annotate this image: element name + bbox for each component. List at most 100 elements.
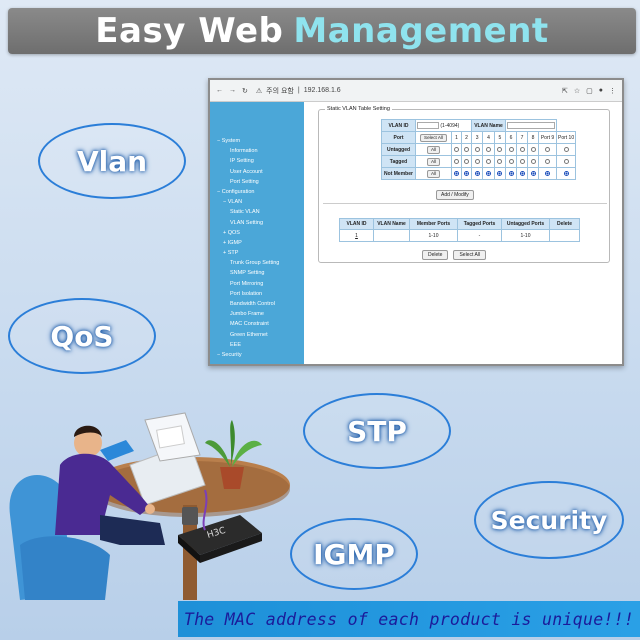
sidebar-item-qos[interactable]: + QOS xyxy=(223,229,240,236)
sidebar-item-vlan-setting[interactable]: VLAN Setting xyxy=(230,219,264,226)
list-delete-checkbox[interactable] xyxy=(549,229,580,242)
untagged-port-4-radio[interactable] xyxy=(485,146,491,152)
tagged-port-7-radio[interactable] xyxy=(519,158,525,164)
untagged-all-button[interactable]: All xyxy=(426,145,441,154)
vlan-id-range: (1-4094) xyxy=(440,122,460,129)
not-member-port-7-radio[interactable] xyxy=(519,170,525,176)
tagged-all-button[interactable]: All xyxy=(426,157,441,166)
untagged-port-9-radio[interactable] xyxy=(545,146,550,152)
sidebar-item-green-ethernet[interactable]: Green Ethernet xyxy=(230,331,268,338)
url-text: 192.168.1.6 xyxy=(303,87,341,94)
feature-security: Security xyxy=(474,481,624,559)
not-member-port-5-radio[interactable] xyxy=(497,170,503,176)
list-header-member-ports: Member Ports xyxy=(409,218,458,230)
not-member-port-9-radio[interactable] xyxy=(545,170,550,176)
menu-icon[interactable]: ⋮ xyxy=(609,87,616,95)
port-7-header: 7 xyxy=(516,131,528,144)
not-member-port-6-radio[interactable] xyxy=(508,170,514,176)
list-header-vlan-id: VLAN ID xyxy=(339,218,374,230)
person-icon xyxy=(55,425,165,545)
sidebar-item-igmp[interactable]: + IGMP xyxy=(223,239,242,246)
untagged-port-7-radio[interactable] xyxy=(519,146,525,152)
not-member-port-8-radio[interactable] xyxy=(530,170,536,176)
sidebar-item-port-isolation[interactable]: Port Isolation xyxy=(230,290,263,297)
select-all-ports-button[interactable]: Select All xyxy=(420,133,447,142)
port-6-header: 6 xyxy=(505,131,517,144)
sidebar-item-mac-constraint[interactable]: MAC Constraint xyxy=(230,321,269,328)
port-label: Port xyxy=(381,131,416,144)
not-member-port-2-radio[interactable] xyxy=(464,170,469,176)
laptop-icon xyxy=(129,412,206,506)
not-member-port-3-radio[interactable] xyxy=(474,170,480,176)
tagged-port-6-radio[interactable] xyxy=(508,158,514,164)
url-box[interactable]: ⚠ 주의 요함 | 192.168.1.6 xyxy=(256,86,562,96)
sidebar-item-trunk-group-setting[interactable]: Trunk Group Setting xyxy=(230,260,280,267)
plant-icon xyxy=(205,420,262,489)
sidebar-item-jumbo-frame[interactable]: Jumbo Frame xyxy=(230,311,264,318)
select-all-button[interactable]: Select All xyxy=(453,250,487,260)
tagged-port-1-radio[interactable] xyxy=(454,158,459,164)
sidebar-item-stp[interactable]: + STP xyxy=(223,250,239,257)
vlan-id-label: VLAN ID xyxy=(381,119,416,132)
tagged-port-9-radio[interactable] xyxy=(545,158,550,164)
vlan-setting-table: VLAN ID (1-4094) VLAN Name Port Select A… xyxy=(381,119,577,180)
port-5-header: 5 xyxy=(493,131,507,144)
port-3-header: 3 xyxy=(470,131,484,144)
sidebar-item-snmp-setting[interactable]: SNMP Setting xyxy=(230,270,265,277)
vlan-name-label: VLAN Name xyxy=(471,119,506,132)
untagged-port-5-radio[interactable] xyxy=(497,146,503,152)
untagged-port-3-radio[interactable] xyxy=(474,146,480,152)
tab-icon[interactable]: ▢ xyxy=(586,87,593,95)
add-modify-button[interactable]: Add / Modify xyxy=(436,190,474,200)
feature-stp: STP xyxy=(303,393,451,469)
sidebar-item-eee[interactable]: EEE xyxy=(230,341,242,348)
sidebar-item-security[interactable]: − Security xyxy=(217,351,242,358)
browser-window: ← → ↻ ⚠ 주의 요함 | 192.168.1.6 ⇱ ☆ ▢ ● ⋮ − … xyxy=(208,78,624,366)
tagged-port-5-radio[interactable] xyxy=(497,158,503,164)
security-label: 주의 요함 xyxy=(266,87,294,95)
tagged-port-10-radio[interactable] xyxy=(563,158,569,164)
sidebar-item-configuration[interactable]: − Configuration xyxy=(217,188,255,195)
sidebar-item-port-setting[interactable]: Port Setting xyxy=(230,178,259,185)
book-icon xyxy=(100,440,134,461)
sidebar-item-ip-setting[interactable]: IP Setting xyxy=(230,158,254,165)
not-member-port-4-radio[interactable] xyxy=(485,170,491,176)
not-member-port-1-radio[interactable] xyxy=(454,170,459,176)
list-tagged-ports: - xyxy=(457,229,502,242)
sidebar-item-system[interactable]: − System xyxy=(217,138,241,144)
delete-button[interactable]: Delete xyxy=(422,250,449,260)
forward-icon[interactable]: → xyxy=(229,86,236,94)
tagged-label: Tagged xyxy=(381,155,416,168)
sidebar-item-static-vlan[interactable]: Static VLAN xyxy=(230,209,260,216)
vlan-id-input[interactable] xyxy=(417,122,439,129)
divider xyxy=(323,203,607,204)
tagged-port-8-radio[interactable] xyxy=(530,158,536,164)
share-icon[interactable]: ⇱ xyxy=(561,87,568,95)
sidebar-item-bandwidth-control[interactable]: Bandwidth Control xyxy=(230,301,275,307)
profile-icon[interactable]: ● xyxy=(598,86,603,94)
reload-icon[interactable]: ↻ xyxy=(242,87,248,95)
title-management: Management xyxy=(293,11,549,51)
tagged-port-3-radio[interactable] xyxy=(474,158,480,164)
list-vlan-id[interactable]: 1 xyxy=(339,229,374,242)
tagged-port-4-radio[interactable] xyxy=(485,158,491,164)
sidebar-item-port-mirroring[interactable]: Port Mirroring xyxy=(230,280,264,287)
list-member-ports: 1-10 xyxy=(409,229,458,242)
not-member-port-10-radio[interactable] xyxy=(563,170,569,176)
back-icon[interactable]: ← xyxy=(216,86,223,94)
not-member-label: Not Member xyxy=(381,167,416,180)
untagged-port-1-radio[interactable] xyxy=(454,146,459,152)
untagged-port-6-radio[interactable] xyxy=(508,146,514,152)
untagged-port-10-radio[interactable] xyxy=(563,146,569,152)
sidebar-item-user-account[interactable]: User Account xyxy=(230,168,263,175)
not-member-all-button[interactable]: All xyxy=(426,169,441,178)
sidebar-item-information[interactable]: Information xyxy=(230,148,258,155)
untagged-port-8-radio[interactable] xyxy=(530,146,536,152)
mac-unique-banner: The MAC address of each product is uniqu… xyxy=(178,601,640,637)
tagged-port-2-radio[interactable] xyxy=(464,158,469,164)
office-illustration: H3C xyxy=(9,412,290,600)
untagged-port-2-radio[interactable] xyxy=(464,146,469,152)
sidebar-item-vlan[interactable]: − VLAN xyxy=(223,199,243,206)
vlan-name-input[interactable] xyxy=(507,122,555,129)
star-icon[interactable]: ☆ xyxy=(573,87,581,95)
